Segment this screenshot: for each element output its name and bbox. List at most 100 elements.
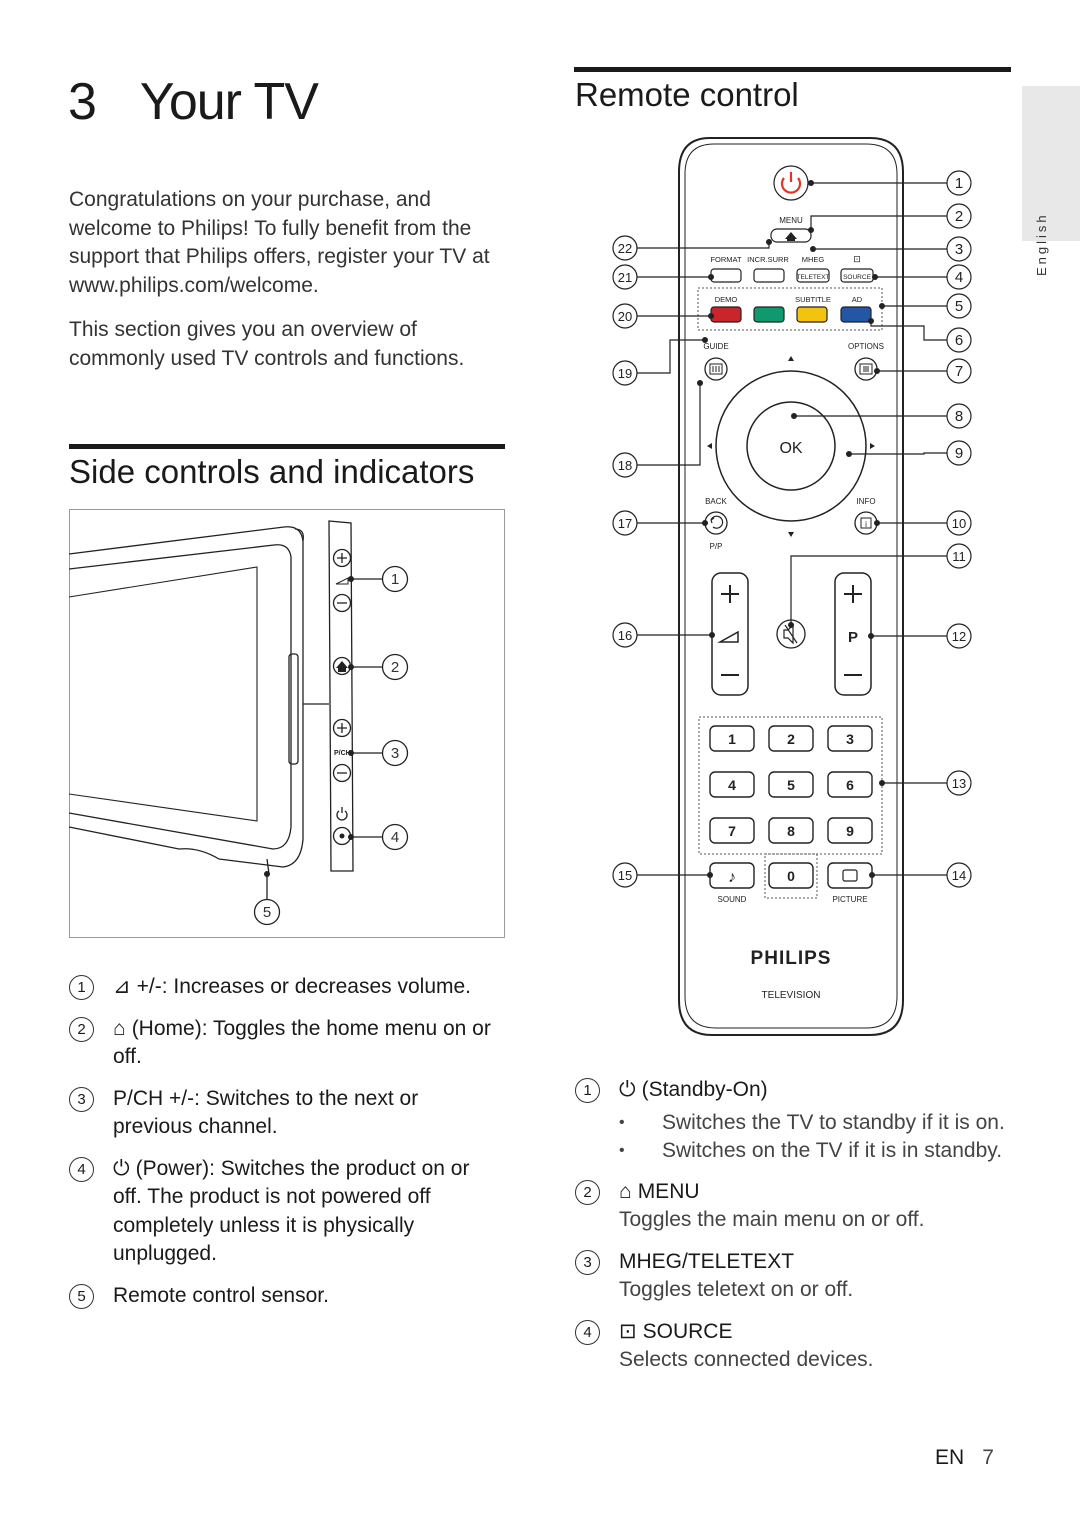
remote-callout-label: 8 <box>955 408 963 425</box>
side-controls-title: Side controls and indicators <box>69 453 475 490</box>
number-key-1 <box>709 725 755 752</box>
remote-callout-label: 11 <box>952 549 966 564</box>
tv-callout-2: 2 <box>391 659 399 676</box>
item-number: 3 <box>575 1249 600 1275</box>
navigation-ring <box>715 370 867 522</box>
list-item: 4 ⊡SOURCE Selects connected devices. <box>575 1318 1015 1375</box>
remote-callout-8 <box>946 403 972 429</box>
source-button-label: SOURCE <box>843 274 871 281</box>
remote-callout-19 <box>612 360 638 386</box>
remote-callout-label: 21 <box>618 270 632 285</box>
teletext-button <box>796 268 830 283</box>
picture-button <box>827 862 873 889</box>
tv-callout-5: 5 <box>263 904 271 921</box>
list-item: 2 ⌂MENU Toggles the main menu on or off. <box>575 1178 1015 1235</box>
list-item: 4 ⏻(Power): Switches the product on or o… <box>69 1155 499 1269</box>
remote-callout-label: 6 <box>955 332 963 349</box>
music-note-icon: ♪ <box>728 869 736 886</box>
demo-label: DEMO <box>715 295 738 304</box>
list-item: 5 Remote control sensor. <box>69 1282 499 1311</box>
remote-callout-label: 5 <box>955 298 963 315</box>
power-button <box>773 165 809 201</box>
pp-label: P/P <box>710 542 723 551</box>
guide-button <box>704 357 728 381</box>
svg-text:i: i <box>865 520 867 529</box>
remote-callout-14 <box>946 862 972 888</box>
teletext-button-label: TELETEXT <box>797 274 830 281</box>
tv-callout-4: 4 <box>391 829 399 846</box>
item-text: (Power): Switches the product on or off.… <box>113 1156 470 1266</box>
bullet-list: Switches the TV to standby if it is on. … <box>575 1109 1015 1166</box>
power-icon: ⏻ <box>113 1156 130 1180</box>
item-heading: MENU <box>637 1179 700 1203</box>
item-number: 5 <box>69 1283 94 1309</box>
number-key-label: 3 <box>846 731 854 747</box>
remote-callout-label: 7 <box>955 363 963 380</box>
page-number: 7 <box>982 1446 994 1469</box>
menu-button <box>770 228 812 243</box>
item-text: Remote control sensor. <box>113 1283 329 1307</box>
tv-illustration-frame <box>69 509 505 938</box>
number-key-label: 5 <box>787 777 795 793</box>
side-controls-list: 1 ⊿+/-: Increases or decreases volume. 2… <box>69 973 499 1323</box>
number-key-8 <box>768 817 814 844</box>
options-label: OPTIONS <box>848 342 884 351</box>
remote-callout-4 <box>946 264 972 290</box>
item-number: 1 <box>69 975 94 1000</box>
number-key-5 <box>768 771 814 798</box>
remote-callout-18 <box>612 452 638 478</box>
remote-callout-label: 4 <box>955 269 963 286</box>
item-number: 2 <box>575 1179 600 1205</box>
remote-callout-10 <box>946 510 972 536</box>
remote-callout-label: 18 <box>618 458 632 473</box>
home-icon: ⌂ <box>113 1016 126 1040</box>
remote-callout-label: 20 <box>618 309 632 324</box>
number-key-label: 6 <box>846 777 854 793</box>
remote-callout-6 <box>946 327 972 353</box>
remote-callout-label: 9 <box>955 445 963 462</box>
item-heading: MHEG/TELETEXT <box>619 1249 795 1273</box>
remote-callout-label: 16 <box>618 628 632 643</box>
info-label: INFO <box>856 497 875 506</box>
remote-callout-5 <box>946 293 972 319</box>
item-description: Selects connected devices. <box>619 1348 874 1371</box>
incr-surr-label: INCR.SURR <box>747 255 789 264</box>
remote-callout-13 <box>946 770 972 796</box>
item-number: 2 <box>69 1016 94 1042</box>
remote-callout-9 <box>946 440 972 466</box>
remote-callout-label: 15 <box>618 868 632 883</box>
remote-callout-7 <box>946 358 972 384</box>
subtitle-label: SUBTITLE <box>795 295 831 304</box>
number-key-2 <box>768 725 814 752</box>
number-key-0 <box>768 862 814 889</box>
menu-label: MENU <box>779 216 803 225</box>
volume-icon: ⊿ <box>113 975 131 998</box>
item-description: Toggles teletext on or off. <box>619 1278 854 1301</box>
item-number: 1 <box>575 1078 600 1103</box>
source-small-icon: ⊡ <box>853 254 861 264</box>
power-icon <box>780 172 802 194</box>
blue-button <box>840 306 872 323</box>
number-key-label: 7 <box>728 823 736 839</box>
item-description: Toggles the main menu on or off. <box>619 1208 925 1231</box>
remote-callout-3 <box>946 236 972 262</box>
item-number: 4 <box>69 1156 94 1182</box>
section-rule <box>574 67 1011 72</box>
remote-callout-20 <box>612 303 638 329</box>
remote-callout-15 <box>612 862 638 888</box>
remote-callout-label: 10 <box>952 516 966 531</box>
remote-controls-list: 1 ⏻(Standby-On) Switches the TV to stand… <box>575 1076 1015 1388</box>
number-key-4 <box>709 771 755 798</box>
remote-callout-label: 3 <box>955 241 963 258</box>
intro-paragraph-2: This section gives you an overview of co… <box>69 318 465 370</box>
number-key-label: 2 <box>787 731 795 747</box>
number-key-label: 1 <box>728 731 736 747</box>
picture-label: PICTURE <box>832 895 867 904</box>
tv-illustration: P/CH 1 2 3 4 5 <box>69 520 409 926</box>
brand-subtitle: TELEVISION <box>762 990 821 1001</box>
remote-callout-21 <box>612 264 638 290</box>
tv-callout-3: 3 <box>391 745 399 762</box>
program-label: P <box>848 629 858 646</box>
remote-callout-label: 2 <box>955 208 963 225</box>
